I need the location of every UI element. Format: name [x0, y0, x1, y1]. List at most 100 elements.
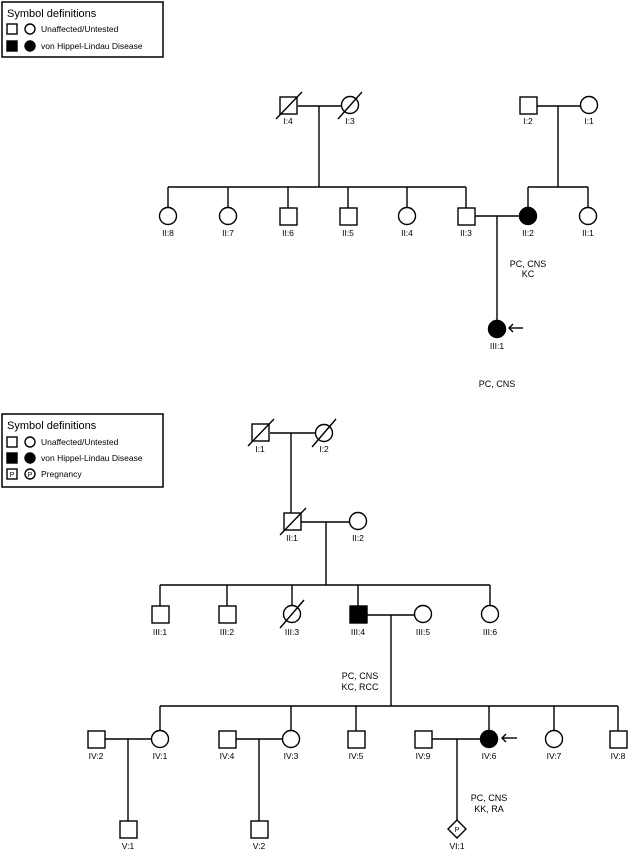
individual-II5: II:5	[339, 207, 358, 238]
individual-III2: III:2	[218, 605, 237, 637]
svg-text:V:2: V:2	[253, 841, 266, 851]
individual-IV7: IV:7	[544, 729, 564, 761]
svg-text:V:1: V:1	[122, 841, 135, 851]
legend-affected-male-symbol	[6, 40, 18, 52]
svg-text:P: P	[455, 827, 460, 834]
legend-pregnancy-male-symbol	[6, 468, 18, 480]
svg-text:IV:3: IV:3	[284, 751, 299, 761]
svg-text:II:2: II:2	[352, 533, 364, 543]
svg-text:P: P	[28, 472, 33, 479]
individual-IV9: IV:9	[414, 730, 433, 761]
legend-unaffected-male-symbol	[6, 23, 18, 35]
legend-title: Symbol definitions	[7, 420, 97, 432]
note-IV6-line1: PC, CNS	[471, 793, 508, 803]
svg-text:II:4: II:4	[401, 228, 413, 238]
legend-unaffected-label: Unaffected/Untested	[41, 437, 119, 447]
svg-text:III:2: III:2	[220, 627, 234, 637]
legend-affected-label: von Hippel-Lindau Disease	[41, 41, 143, 51]
svg-text:II:1: II:1	[582, 228, 594, 238]
individual-IV1: IV:1	[150, 729, 170, 761]
individual-II2: II:2	[518, 206, 538, 238]
legend-unaffected-female-symbol	[24, 23, 36, 35]
svg-text:IV:2: IV:2	[89, 751, 104, 761]
svg-text:IV:9: IV:9	[416, 751, 431, 761]
svg-text:P: P	[10, 472, 15, 479]
individual-IV4: IV:4	[218, 730, 237, 761]
individual-I1: I:1	[579, 95, 599, 126]
svg-text:II:2: II:2	[522, 228, 534, 238]
legend-box-1: Symbol definitions Unaffected/Untested v…	[1, 1, 164, 58]
individual-II8: II:8	[158, 206, 178, 238]
legend-unaffected-label: Unaffected/Untested	[41, 24, 119, 34]
individual-I1: I:1	[247, 418, 275, 454]
pedigree-1: Symbol definitions Unaffected/Untested v…	[1, 1, 599, 389]
individual-III5: III:5	[413, 604, 433, 637]
individual-I3: I:3	[337, 91, 363, 126]
svg-text:IV:6: IV:6	[482, 751, 497, 761]
svg-text:III:4: III:4	[351, 627, 365, 637]
svg-text:II:6: II:6	[282, 228, 294, 238]
note-III4-line1: PC, CNS	[342, 671, 379, 681]
legend-affected-female-symbol	[24, 452, 36, 464]
individual-I2: I:2	[519, 96, 538, 126]
note-II2-line1: PC, CNS	[510, 259, 547, 269]
individual-II7: II:7	[218, 206, 238, 238]
svg-text:I:3: I:3	[345, 116, 355, 126]
note-III1: PC, CNS	[479, 379, 516, 389]
svg-text:II:8: II:8	[162, 228, 174, 238]
individual-VI1-pregnancy: P VI:1	[447, 819, 467, 851]
individual-II1: II:1	[578, 206, 598, 238]
svg-text:VI:1: VI:1	[449, 841, 464, 851]
individual-IV3: IV:3	[281, 729, 301, 761]
individual-IV6-proband: IV:6	[479, 729, 499, 761]
svg-text:III:5: III:5	[416, 627, 430, 637]
legend-affected-label: von Hippel-Lindau Disease	[41, 453, 143, 463]
svg-text:III:3: III:3	[285, 627, 299, 637]
svg-text:I:2: I:2	[523, 116, 533, 126]
individual-II4: II:4	[397, 206, 417, 238]
svg-text:III:1: III:1	[490, 341, 504, 351]
pedigree-1-lines	[167, 105, 589, 321]
legend-box-2: Symbol definitions Unaffected/Untested v…	[1, 413, 164, 488]
svg-text:IV:1: IV:1	[153, 751, 168, 761]
legend-affected-male-symbol	[6, 452, 18, 464]
svg-text:IV:8: IV:8	[611, 751, 626, 761]
individual-II3: II:3	[457, 207, 476, 238]
legend-pregnancy-label: Pregnancy	[41, 469, 82, 479]
svg-text:II:3: II:3	[460, 228, 472, 238]
individual-III6: III:6	[480, 604, 500, 637]
svg-text:IV:7: IV:7	[547, 751, 562, 761]
individual-III1-proband: III:1	[487, 319, 507, 351]
svg-text:I:4: I:4	[283, 116, 293, 126]
individual-II2: II:2	[348, 511, 368, 543]
svg-text:I:1: I:1	[584, 116, 594, 126]
individual-I2: I:2	[311, 418, 337, 454]
note-IV6-line2: KK, RA	[474, 804, 504, 814]
individual-II6: II:6	[279, 207, 298, 238]
svg-text:III:1: III:1	[153, 627, 167, 637]
individual-IV5: IV:5	[347, 730, 366, 761]
individual-III4: III:4	[349, 605, 368, 637]
legend-unaffected-male-symbol	[6, 436, 18, 448]
svg-text:IV:4: IV:4	[220, 751, 235, 761]
legend-affected-female-symbol	[24, 40, 36, 52]
svg-text:III:6: III:6	[483, 627, 497, 637]
svg-text:I:1: I:1	[255, 444, 265, 454]
individual-IV2: IV:2	[87, 730, 106, 761]
svg-text:IV:5: IV:5	[349, 751, 364, 761]
individual-II1: II:1	[279, 507, 307, 543]
svg-text:II:5: II:5	[342, 228, 354, 238]
svg-text:I:2: I:2	[319, 444, 329, 454]
svg-text:II:7: II:7	[222, 228, 234, 238]
legend-unaffected-female-symbol	[24, 436, 36, 448]
pedigree-2: Symbol definitions Unaffected/Untested v…	[1, 413, 628, 851]
individual-III1: III:1	[151, 605, 170, 637]
note-III4-line2: KC, RCC	[341, 682, 379, 692]
individual-III3: III:3	[279, 599, 305, 637]
individual-I4: I:4	[275, 91, 303, 126]
legend-pregnancy-female-symbol	[24, 468, 36, 480]
note-II2-line2: KC	[522, 269, 535, 279]
individual-V1: V:1	[119, 820, 138, 851]
individual-V2: V:2	[250, 820, 269, 851]
legend-title: Symbol definitions	[7, 8, 97, 20]
